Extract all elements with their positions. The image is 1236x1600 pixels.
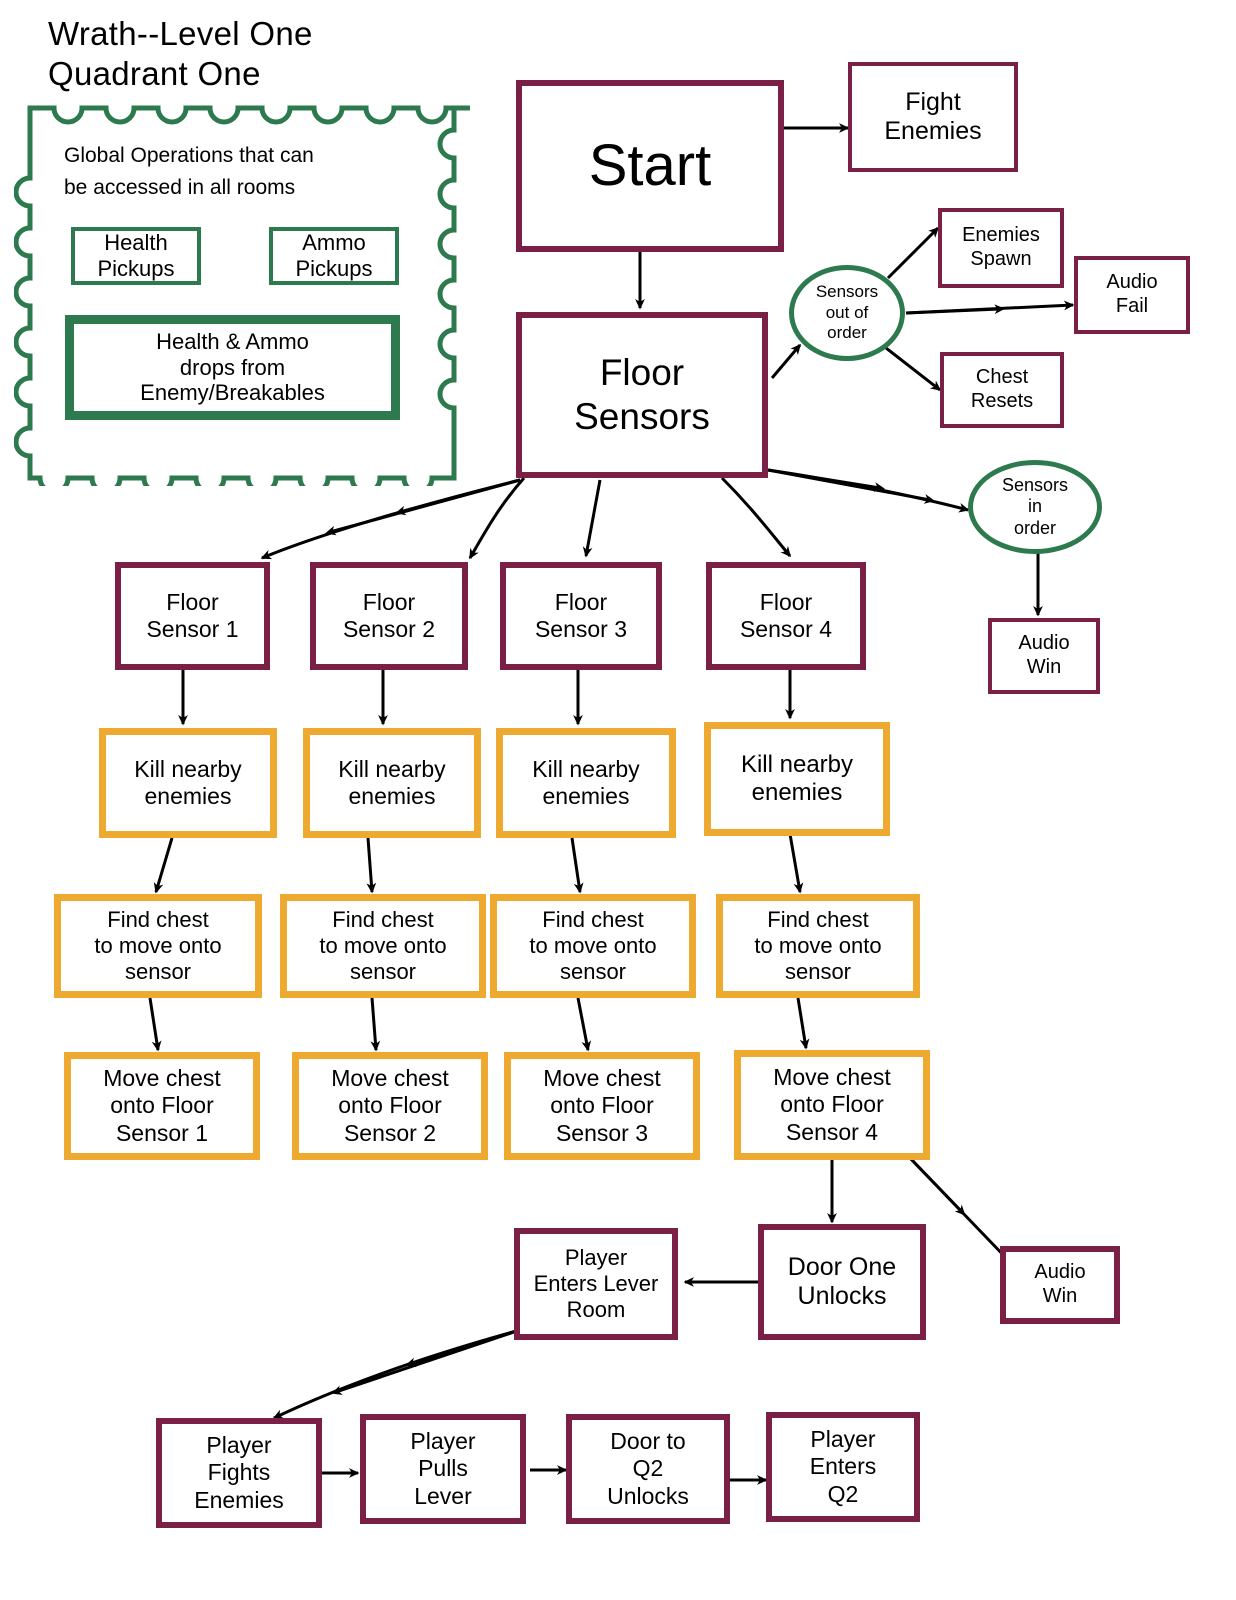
edge-outoforder-audio-fail-mid (905, 304, 1005, 315)
node-move-chest-1-label: Move chest onto Floor Sensor 1 (103, 1065, 221, 1146)
node-find-chest-4[interactable]: Find chest to move onto sensor (716, 894, 920, 998)
node-enemies-spawn-label: Enemies Spawn (962, 224, 1040, 270)
node-kill-nearby-4-label: Kill nearby enemies (740, 750, 854, 806)
node-chest-resets-label: Chest Resets (970, 366, 1034, 412)
node-kill-nearby-3[interactable]: Kill nearby enemies (496, 728, 676, 838)
node-floor-sensor-2-label: Floor Sensor 2 (342, 588, 436, 642)
node-floor-sensor-2[interactable]: Floor Sensor 2 (310, 562, 468, 670)
node-chest-resets[interactable]: Chest Resets (940, 352, 1064, 428)
global-operations-heading: Global Operations that can be accessed i… (64, 144, 314, 199)
health-ammo-drops-label: Health & Ammo drops from Enemy/Breakable… (140, 328, 325, 406)
node-find-chest-3-label: Find chest to move onto sensor (529, 907, 657, 984)
node-player-enters-lever-room[interactable]: Player Enters Lever Room (514, 1228, 678, 1340)
edge-outoforder-audio-fail (905, 300, 1075, 315)
node-door-one-unlocks-label: Door One Unlocks (787, 1252, 897, 1311)
node-door-one-unlocks[interactable]: Door One Unlocks (758, 1224, 926, 1340)
node-audio-win-top[interactable]: Audio Win (988, 618, 1100, 694)
health-pickups-box[interactable]: Health Pickups (71, 227, 201, 285)
node-floor-sensors[interactable]: Floor Sensors (516, 312, 768, 478)
node-audio-win-bottom-label: Audio Win (1034, 1261, 1086, 1307)
node-sensors-out-of-order-label: Sensors out of order (815, 282, 879, 343)
node-audio-win-bottom[interactable]: Audio Win (1000, 1246, 1120, 1324)
node-sensors-out-of-order[interactable]: Sensors out of order (789, 265, 905, 361)
node-player-enters-lever-room-label: Player Enters Lever Room (533, 1245, 659, 1322)
node-player-enters-q2[interactable]: Player Enters Q2 (766, 1412, 920, 1522)
global-operations-panel: Global Operations that can be accessed i… (14, 100, 470, 486)
edge-outoforder-chest-resets (885, 346, 942, 392)
edge-floorsensors-outoforder (770, 343, 802, 379)
node-floor-sensor-3-label: Floor Sensor 3 (534, 588, 628, 642)
node-sensors-in-order-label: Sensors in order (1001, 474, 1069, 538)
edge-floorsensors-fs1-h2 (325, 478, 521, 536)
node-audio-fail[interactable]: Audio Fail (1074, 256, 1190, 334)
node-find-chest-1[interactable]: Find chest to move onto sensor (54, 894, 262, 998)
edge-kill4-find4 (788, 833, 804, 894)
node-player-fights-enemies-label: Player Fights Enemies (194, 1432, 284, 1513)
node-floor-sensor-4-label: Floor Sensor 4 (739, 588, 833, 642)
node-fight-enemies[interactable]: Fight Enemies (848, 62, 1018, 172)
node-sensors-in-order[interactable]: Sensors in order (968, 460, 1102, 554)
edge-lever-room-fights (272, 1328, 521, 1420)
node-door-to-q2-unlocks[interactable]: Door to Q2 Unlocks (566, 1414, 730, 1524)
node-move-chest-3[interactable]: Move chest onto Floor Sensor 3 (504, 1052, 700, 1160)
node-audio-fail-label: Audio Fail (1106, 271, 1158, 317)
node-door-to-q2-unlocks-label: Door to Q2 Unlocks (607, 1428, 689, 1509)
node-move-chest-2-label: Move chest onto Floor Sensor 2 (331, 1065, 449, 1146)
edge-floorsensors-inorder (767, 468, 970, 513)
ammo-pickups-label: Ammo Pickups (295, 230, 373, 281)
node-player-pulls-lever[interactable]: Player Pulls Lever (360, 1414, 526, 1524)
health-pickups-label: Health Pickups (97, 230, 175, 281)
node-find-chest-2-label: Find chest to move onto sensor (319, 907, 447, 984)
ammo-pickups-box[interactable]: Ammo Pickups (269, 227, 399, 285)
node-kill-nearby-1-label: Kill nearby enemies (134, 755, 242, 809)
edge-floorsensors-fs4 (720, 476, 792, 558)
edge-move4-audio-win-mid (908, 1156, 966, 1216)
node-kill-nearby-2-label: Kill nearby enemies (338, 755, 446, 809)
node-kill-nearby-2[interactable]: Kill nearby enemies (303, 728, 481, 838)
node-player-enters-q2-label: Player Enters Q2 (809, 1426, 877, 1507)
node-move-chest-2[interactable]: Move chest onto Floor Sensor 2 (292, 1052, 488, 1160)
edge-lever-room-fights-h2 (331, 1328, 521, 1395)
edge-outoforder-enemies-spawn (886, 226, 940, 280)
edge-kill2-find2 (366, 837, 377, 894)
node-floor-sensor-1[interactable]: Floor Sensor 1 (115, 562, 270, 670)
edge-find3-move3 (576, 997, 592, 1052)
node-find-chest-1-label: Find chest to move onto sensor (94, 907, 222, 984)
node-find-chest-4-label: Find chest to move onto sensor (754, 907, 882, 984)
page-title: Wrath--Level One Quadrant One (48, 15, 313, 93)
node-start-label: Start (588, 132, 712, 198)
node-player-pulls-lever-label: Player Pulls Lever (410, 1428, 476, 1509)
node-fight-enemies-label: Fight Enemies (884, 87, 982, 146)
node-floor-sensor-4[interactable]: Floor Sensor 4 (706, 562, 866, 670)
edge-floorsensors-fs3 (582, 479, 602, 558)
node-player-fights-enemies[interactable]: Player Fights Enemies (156, 1418, 322, 1528)
node-floor-sensors-label: Floor Sensors (574, 352, 710, 437)
edge-kill1-find1 (153, 837, 174, 894)
node-move-chest-4-label: Move chest onto Floor Sensor 4 (773, 1064, 891, 1145)
edge-floorsensors-fs2 (468, 477, 526, 560)
node-audio-win-top-label: Audio Win (1018, 632, 1070, 678)
edge-floorsensors-fs1 (260, 478, 521, 560)
edge-find1-move1 (148, 997, 162, 1052)
node-floor-sensor-3[interactable]: Floor Sensor 3 (500, 562, 662, 670)
edge-find4-move4 (796, 997, 810, 1050)
node-floor-sensor-1-label: Floor Sensor 1 (146, 588, 239, 642)
node-move-chest-3-label: Move chest onto Floor Sensor 3 (543, 1065, 661, 1146)
node-start[interactable]: Start (516, 80, 784, 252)
node-find-chest-3[interactable]: Find chest to move onto sensor (490, 894, 696, 998)
node-kill-nearby-1[interactable]: Kill nearby enemies (99, 728, 277, 838)
node-find-chest-2[interactable]: Find chest to move onto sensor (280, 894, 486, 998)
edge-kill3-find3 (570, 837, 584, 894)
edge-find2-move2 (370, 997, 381, 1052)
node-move-chest-1[interactable]: Move chest onto Floor Sensor 1 (64, 1052, 260, 1160)
edge-floorsensors-inorder-h2 (767, 468, 935, 504)
health-ammo-drops-box[interactable]: Health & Ammo drops from Enemy/Breakable… (65, 315, 400, 420)
edge-floorsensors-inorder-h1 (767, 468, 885, 492)
node-enemies-spawn[interactable]: Enemies Spawn (938, 208, 1064, 288)
node-kill-nearby-3-label: Kill nearby enemies (532, 755, 640, 809)
edge-lever-room-fights-h1 (405, 1328, 521, 1368)
node-move-chest-4[interactable]: Move chest onto Floor Sensor 4 (734, 1050, 930, 1160)
node-kill-nearby-4[interactable]: Kill nearby enemies (704, 722, 890, 836)
